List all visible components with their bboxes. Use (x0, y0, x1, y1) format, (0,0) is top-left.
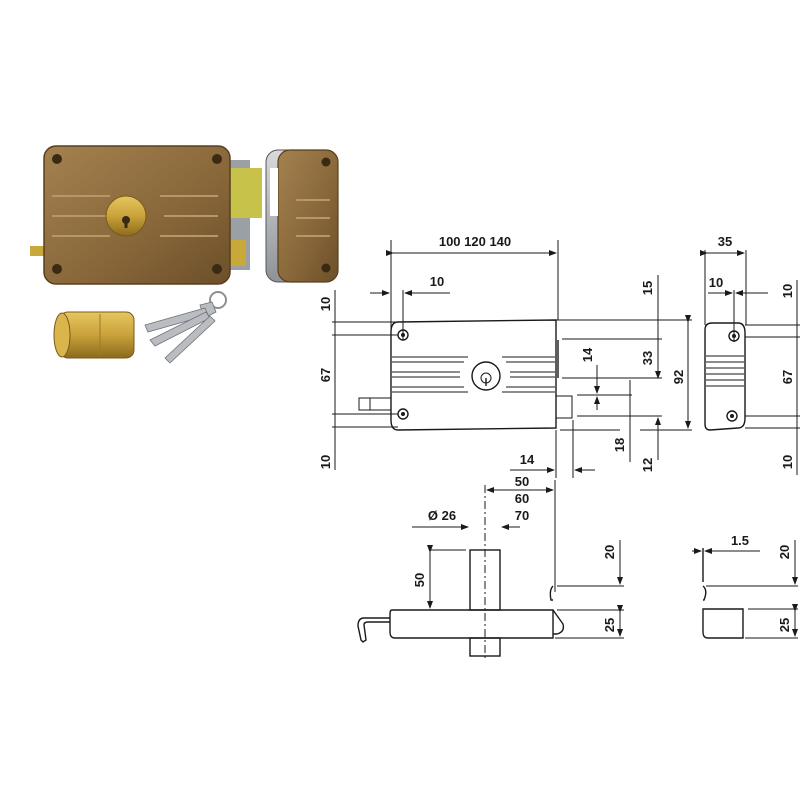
dim-right-92: 92 (671, 370, 686, 384)
keeper-dim-width: 35 (718, 234, 732, 249)
front-view-drawing (332, 240, 692, 478)
dim-left-middle: 67 (318, 368, 333, 382)
screw-hole (52, 154, 62, 164)
dim-bottom-25: 25 (602, 618, 617, 632)
dim-right-12: 12 (640, 458, 655, 472)
dim-left-top: 10 (318, 297, 333, 311)
dim-width-options: 100 120 140 (439, 234, 511, 249)
dim-left-bottom: 10 (318, 455, 333, 469)
dim-bottom-20: 20 (602, 545, 617, 559)
spare-cylinder (53, 311, 135, 359)
screw-hole (52, 264, 62, 274)
dim-hole-offset: 10 (430, 274, 444, 289)
keeper-dim-right-bottom: 10 (780, 455, 795, 469)
product-photo (30, 145, 339, 364)
deadbolt (226, 168, 262, 218)
dim-right-15: 15 (640, 281, 655, 295)
keeper-dim-bottom-25: 25 (777, 618, 792, 632)
screw-hole (212, 154, 222, 164)
latch-bolt (226, 240, 246, 266)
dim-backset-60: 60 (515, 491, 529, 506)
dim-cylinder-diameter: Ø 26 (428, 508, 456, 523)
screw-hole (212, 264, 222, 274)
keys (144, 291, 227, 364)
keeper-dim-right-top: 10 (780, 284, 795, 298)
lock-body-ribs (52, 195, 218, 237)
keeper-view-drawing (700, 250, 800, 475)
screw-hole (321, 263, 331, 273)
cylinder-outline (471, 361, 501, 391)
bottom-view-drawing (357, 480, 624, 660)
dim-bottom-14: 14 (520, 452, 535, 467)
keeper-dim-bottom-20: 20 (777, 545, 792, 559)
dim-right-14: 14 (580, 347, 595, 362)
keeper-dim-right-middle: 67 (780, 370, 795, 384)
keeper-dim-thickness: 1.5 (731, 533, 749, 548)
dim-cylinder-height: 50 (412, 573, 427, 587)
latch-bar (30, 246, 52, 256)
screw-hole (321, 157, 331, 167)
keeper-bottom-drawing (692, 540, 798, 639)
dim-backset-50: 50 (515, 474, 529, 489)
dim-right-33: 33 (640, 351, 655, 365)
keeper-dim-hole-offset: 10 (709, 275, 723, 290)
lock-body-outline (390, 319, 557, 431)
keeper-body (277, 149, 339, 283)
dim-right-18: 18 (612, 438, 627, 452)
dim-backset-70: 70 (515, 508, 529, 523)
